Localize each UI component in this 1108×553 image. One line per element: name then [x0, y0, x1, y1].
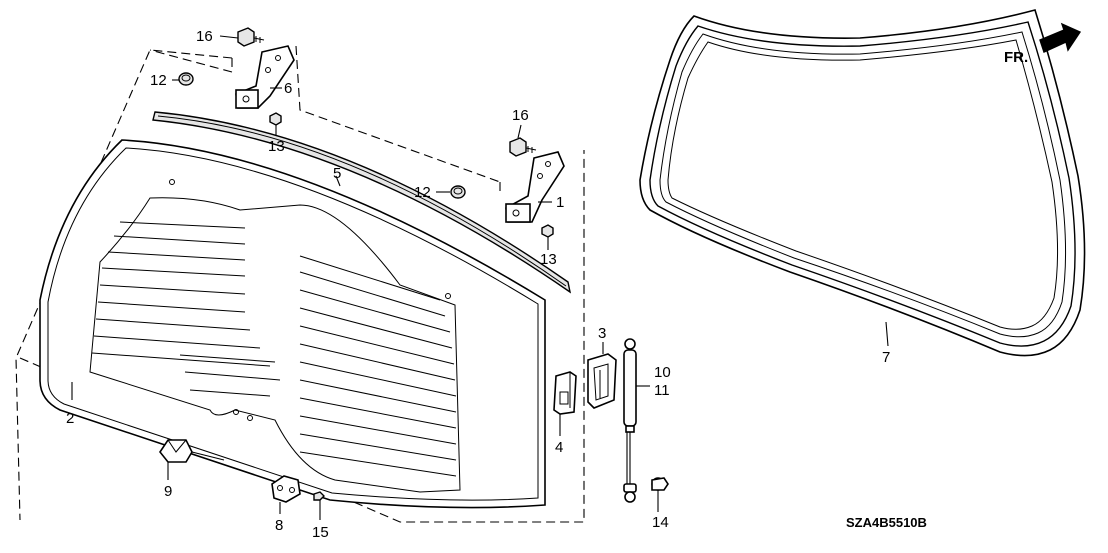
nut-13-upper — [269, 112, 282, 126]
tailgate-glass — [39, 139, 546, 509]
callout-14: 14 — [652, 514, 669, 531]
holder-3 — [587, 353, 617, 409]
bolt-16-lower — [509, 137, 537, 157]
diagram-code: SZA4B5510B — [846, 515, 927, 530]
cap-12-upper — [178, 72, 194, 86]
callout-13-lower: 13 — [540, 251, 557, 268]
callout-9: 9 — [164, 483, 172, 500]
glass-mount-holes — [169, 179, 451, 421]
ball-stud-14 — [651, 477, 669, 498]
weatherstrip-7 — [639, 9, 1086, 357]
cap-12-lower — [450, 185, 466, 199]
callout-15: 15 — [312, 524, 329, 541]
callout-10: 10 — [654, 364, 671, 381]
defroster-grid — [89, 197, 461, 493]
callout-8: 8 — [275, 517, 283, 534]
assembly-outline — [15, 45, 585, 523]
callout-16-upper: 16 — [196, 28, 213, 45]
callout-11: 11 — [654, 382, 670, 399]
hinge-right — [505, 151, 565, 223]
upper-molding — [152, 111, 572, 294]
stay-8 — [271, 475, 301, 503]
callout-6: 6 — [284, 80, 292, 97]
callout-4: 4 — [555, 439, 563, 456]
screw-15 — [313, 491, 325, 501]
callout-7: 7 — [882, 349, 890, 366]
callout-16-lower: 16 — [512, 107, 529, 124]
bracket-4 — [553, 371, 577, 415]
callout-1: 1 — [556, 194, 564, 211]
front-direction-label: FR. — [1004, 49, 1028, 66]
callout-12-lower: 12 — [414, 184, 431, 201]
hinge-left — [235, 45, 295, 109]
callout-3: 3 — [598, 325, 606, 342]
leader-lines — [71, 35, 889, 520]
callout-2: 2 — [66, 410, 74, 427]
callout-13-upper: 13 — [268, 138, 285, 155]
nut-13-lower — [541, 224, 554, 238]
bolt-16-upper — [237, 27, 265, 47]
callout-5: 5 — [333, 165, 341, 182]
gas-strut — [623, 338, 637, 503]
front-direction-arrow — [1039, 22, 1082, 53]
callout-12-upper: 12 — [150, 72, 167, 89]
